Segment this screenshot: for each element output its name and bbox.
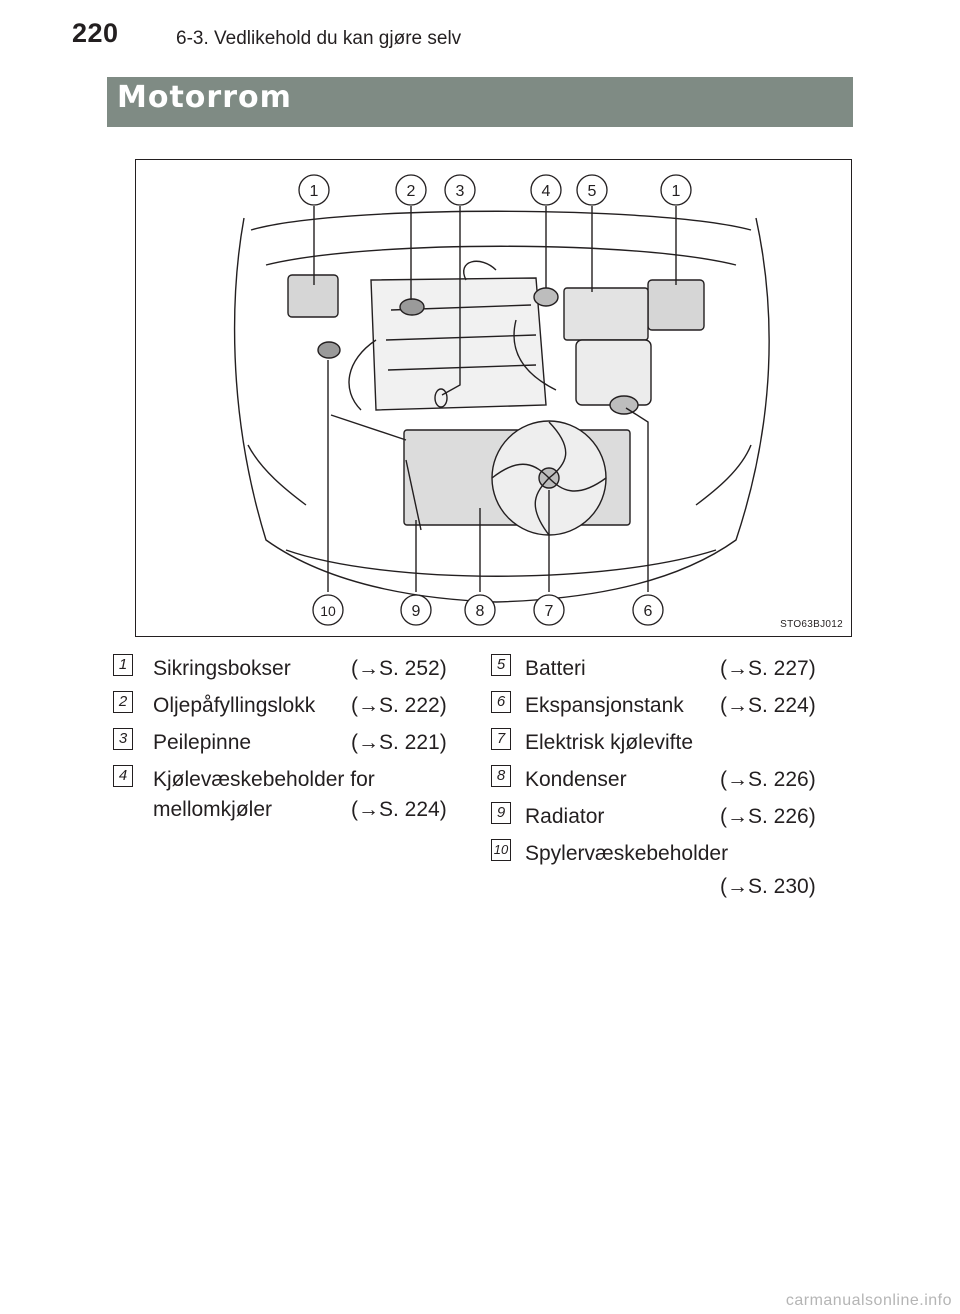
legend-ref-8: (→S. 226) [720, 768, 816, 791]
callout-bottom-7-label: 7 [545, 603, 554, 620]
legend-label-7: Elektrisk kjølevifte [525, 731, 694, 754]
callout-top-3-label: 3 [456, 183, 465, 200]
legend-num-6: 6 [491, 691, 511, 713]
legend-item-4: 4 Kjølevæskebeholder for mellomkjøler (→… [113, 763, 463, 831]
legend-num-9: 9 [491, 802, 511, 824]
legend-num-7: 7 [491, 728, 511, 750]
legend-ref-2: (→S. 222) [351, 694, 447, 717]
hood-edge [250, 210, 752, 231]
legend-label-10: Spylervæskebeholder [525, 842, 729, 865]
fuse-box-left [287, 274, 339, 318]
legend-ref-4: (→S. 224) [351, 798, 447, 821]
oil-cap [399, 298, 425, 316]
callouts-bottom: 10 9 8 7 6 [312, 594, 664, 626]
figure-code: STO63BJ012 [780, 619, 843, 630]
car-body-left [233, 217, 497, 603]
callout-top-5 [576, 174, 608, 206]
legend-ref-3: (→S. 221) [351, 731, 447, 754]
washer-reservoir-cap [317, 341, 341, 359]
legend-num-2: 2 [113, 691, 133, 713]
callouts-top: 1 2 3 4 5 1 [298, 174, 692, 206]
engine-figure: 1 2 3 4 5 1 10 9 8 7 6 STO63BJ012 [135, 159, 852, 637]
legend-item-7: 7 Elektrisk kjølevifte [491, 726, 841, 760]
callout-top-2 [395, 174, 427, 206]
legend-item-5: 5 Batteri (→S. 227) [491, 652, 841, 686]
legend-item-3: 3 Peilepinne (→S. 221) [113, 726, 463, 760]
legend-item-2: 2 Oljepåfyllingslokk (→S. 222) [113, 689, 463, 723]
callout-top-3 [444, 174, 476, 206]
legend-item-1: 1 Sikringsbokser (→S. 252) [113, 652, 463, 686]
legend-label-6: Ekspansjonstank [525, 694, 684, 717]
legend-ref-10: (→S. 230) [720, 875, 816, 898]
legend-label-4: Kjølevæskebeholder for [153, 768, 375, 791]
engine-block [370, 277, 547, 411]
callout-bottom-7 [533, 594, 565, 626]
legend-num-5: 5 [491, 654, 511, 676]
callout-bottom-8-label: 8 [476, 603, 485, 620]
headlight-right [695, 444, 752, 506]
callout-top-4-label: 4 [542, 183, 551, 200]
legend-num-8: 8 [491, 765, 511, 787]
callout-bottom-6 [632, 594, 664, 626]
callout-top-6-label: 1 [672, 183, 681, 200]
legend-label-4b: mellomkjøler [153, 798, 273, 821]
legend-item-10: 10 Spylervæskebeholder (→S. 230) [491, 837, 841, 905]
callout-bottom-10 [312, 594, 344, 626]
legend-label-8: Kondenser [525, 768, 627, 791]
chapter-header: 6-3. Vedlikehold du kan gjøre selv [176, 28, 462, 49]
headlight-left [247, 444, 307, 506]
callout-bottom-9 [400, 594, 432, 626]
callout-top-4 [530, 174, 562, 206]
legend-label-5: Batteri [525, 657, 586, 680]
callout-bottom-9-label: 9 [412, 603, 421, 620]
section-title: Motorrom [117, 80, 292, 115]
page-number: 220 [72, 18, 119, 48]
dipstick-handle [434, 388, 448, 408]
legend-ref-6: (→S. 224) [720, 694, 816, 717]
legend-num-3: 3 [113, 728, 133, 750]
battery [563, 287, 649, 341]
engine-illustration: 1 2 3 4 5 1 10 9 8 7 6 [233, 174, 770, 626]
legend-label-1: Sikringsbokser [153, 657, 291, 680]
fuse-box-right [647, 279, 705, 331]
callout-top-1-label: 1 [310, 183, 319, 200]
hood-inner [265, 245, 737, 266]
bumper [285, 549, 717, 577]
legend-ref-5: (→S. 227) [720, 657, 816, 680]
callout-top-2-label: 2 [407, 183, 416, 200]
air-filter [575, 339, 652, 406]
callout-bottom-10-label: 10 [320, 603, 336, 619]
legend-item-9: 9 Radiator (→S. 226) [491, 800, 841, 834]
callout-top-1 [298, 174, 330, 206]
callout-bottom-6-label: 6 [644, 603, 653, 620]
legend-label-9: Radiator [525, 805, 605, 828]
legend-item-8: 8 Kondenser (→S. 226) [491, 763, 841, 797]
watermark: carmanualsonline.info [785, 1292, 952, 1309]
legend-num-4: 4 [113, 765, 133, 787]
callout-top-5-label: 5 [588, 183, 597, 200]
intercooler-reservoir [533, 287, 559, 307]
legend-item-6: 6 Ekspansjonstank (→S. 224) [491, 689, 841, 723]
expansion-tank [609, 395, 639, 415]
legend-num-10: 10 [491, 839, 511, 861]
callout-bottom-8 [464, 594, 496, 626]
legend-ref-1: (→S. 252) [351, 657, 447, 680]
legend-label-2: Oljepåfyllingslokk [153, 694, 316, 717]
legend-ref-9: (→S. 226) [720, 805, 816, 828]
section-band [107, 77, 853, 127]
legend-num-1: 1 [113, 654, 133, 676]
callout-top-6 [660, 174, 692, 206]
legend-label-3: Peilepinne [153, 731, 252, 754]
car-body-right [495, 217, 770, 603]
